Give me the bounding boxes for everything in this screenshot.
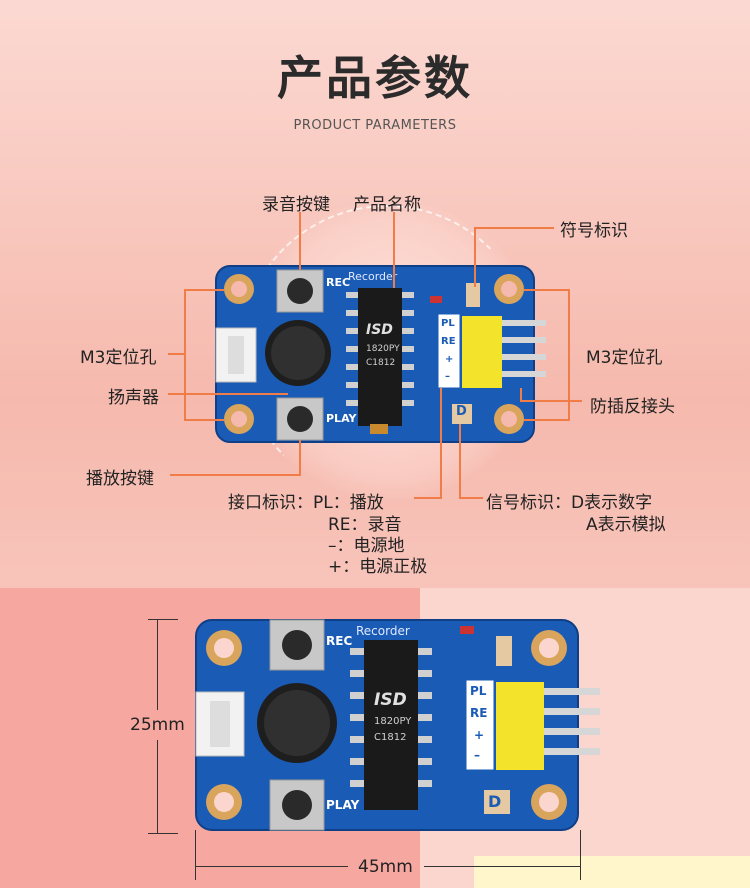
leader-symbol-h (474, 227, 554, 229)
top-board (215, 265, 546, 443)
leader-play-h (170, 474, 300, 476)
board2-pin-re: RE (470, 706, 488, 720)
dim-height-line-bottom (157, 740, 158, 833)
pin-label-plus: + (445, 354, 454, 365)
leader-m3l-v (184, 289, 186, 419)
chip-code: C1812 (366, 358, 396, 368)
cream-strip (474, 856, 750, 888)
leader-speaker (168, 393, 288, 395)
board2-pin-minus: – (474, 748, 480, 762)
callout-interface-re: RE：录音 (328, 515, 402, 535)
callout-interface-title: 接口标识：PL：播放 (228, 493, 384, 513)
leader-m3r-bot (524, 419, 570, 421)
board-play-label: PLAY (326, 412, 357, 425)
dim-width-right-tick (580, 830, 581, 880)
dim-height-line-top (157, 620, 158, 710)
board2-chip-model: 1820PY (374, 716, 412, 727)
dim-width-line-right (424, 866, 580, 867)
leader-anti-v (520, 388, 522, 402)
board2-chip-brand: ISD (374, 690, 407, 710)
leader-symbol-v (474, 227, 476, 287)
chip-model: 1820PY (366, 344, 400, 354)
callout-anti-reverse: 防插反接头 (590, 397, 675, 417)
board2-rec-label: REC (326, 634, 353, 648)
callout-m3-left: M3定位孔 (80, 348, 157, 368)
callout-signal-analog: A表示模拟 (586, 515, 666, 535)
board2-chip-code: C1812 (374, 732, 407, 743)
pin-label-minus: – (445, 371, 450, 382)
callout-m3-right: M3定位孔 (586, 348, 663, 368)
board2-pin-plus: + (474, 728, 485, 742)
page-subtitle: PRODUCT PARAMETERS (293, 118, 457, 133)
leader-record (299, 212, 301, 270)
leader-play-v (299, 440, 301, 476)
leader-m3r-v (568, 289, 570, 419)
callout-speaker: 扬声器 (108, 388, 159, 408)
callout-play-key: 播放按键 (86, 469, 154, 489)
page-title: 产品参数 (277, 51, 473, 105)
board2-mode-label: D (488, 792, 502, 811)
leader-interface-v (440, 388, 442, 498)
dim-height-bottom-tick (148, 833, 178, 834)
dim-width-left-tick (195, 830, 196, 880)
callout-interface-gnd: –：电源地 (328, 536, 405, 556)
board-rec-label: REC (326, 276, 351, 289)
callout-symbol-mark: 符号标识 (560, 221, 628, 241)
dim-width-line-left (196, 866, 348, 867)
dim-height-label: 25mm (130, 715, 185, 735)
chip-brand: ISD (366, 322, 393, 338)
leader-product (393, 212, 395, 288)
board-brand: Recorder (348, 270, 398, 283)
callout-product-name: 产品名称 (353, 195, 421, 215)
callout-interface-vcc: +：电源正极 (328, 557, 428, 577)
leader-interface-h (414, 497, 442, 499)
leader-anti-h (520, 400, 582, 402)
pin-label-re: RE (441, 336, 456, 347)
board2-pin-pl: PL (470, 684, 487, 698)
bottom-board (195, 619, 600, 831)
dim-height-top-tick (148, 619, 178, 620)
leader-m3l-bot (184, 419, 224, 421)
leader-m3l-top (184, 289, 224, 291)
mode-label: D (456, 404, 467, 419)
callout-record-key: 录音按键 (262, 195, 330, 215)
callout-signal-title: 信号标识：D表示数字 (486, 493, 653, 513)
leader-signal-h (459, 497, 483, 499)
leader-signal-v (459, 424, 461, 498)
dim-width-label: 45mm (358, 857, 413, 877)
board2-play-label: PLAY (326, 798, 360, 812)
leader-m3r-top (524, 289, 570, 291)
board2-brand: Recorder (356, 624, 410, 638)
leader-m3l-out (168, 353, 184, 355)
pin-label-pl: PL (441, 318, 455, 329)
